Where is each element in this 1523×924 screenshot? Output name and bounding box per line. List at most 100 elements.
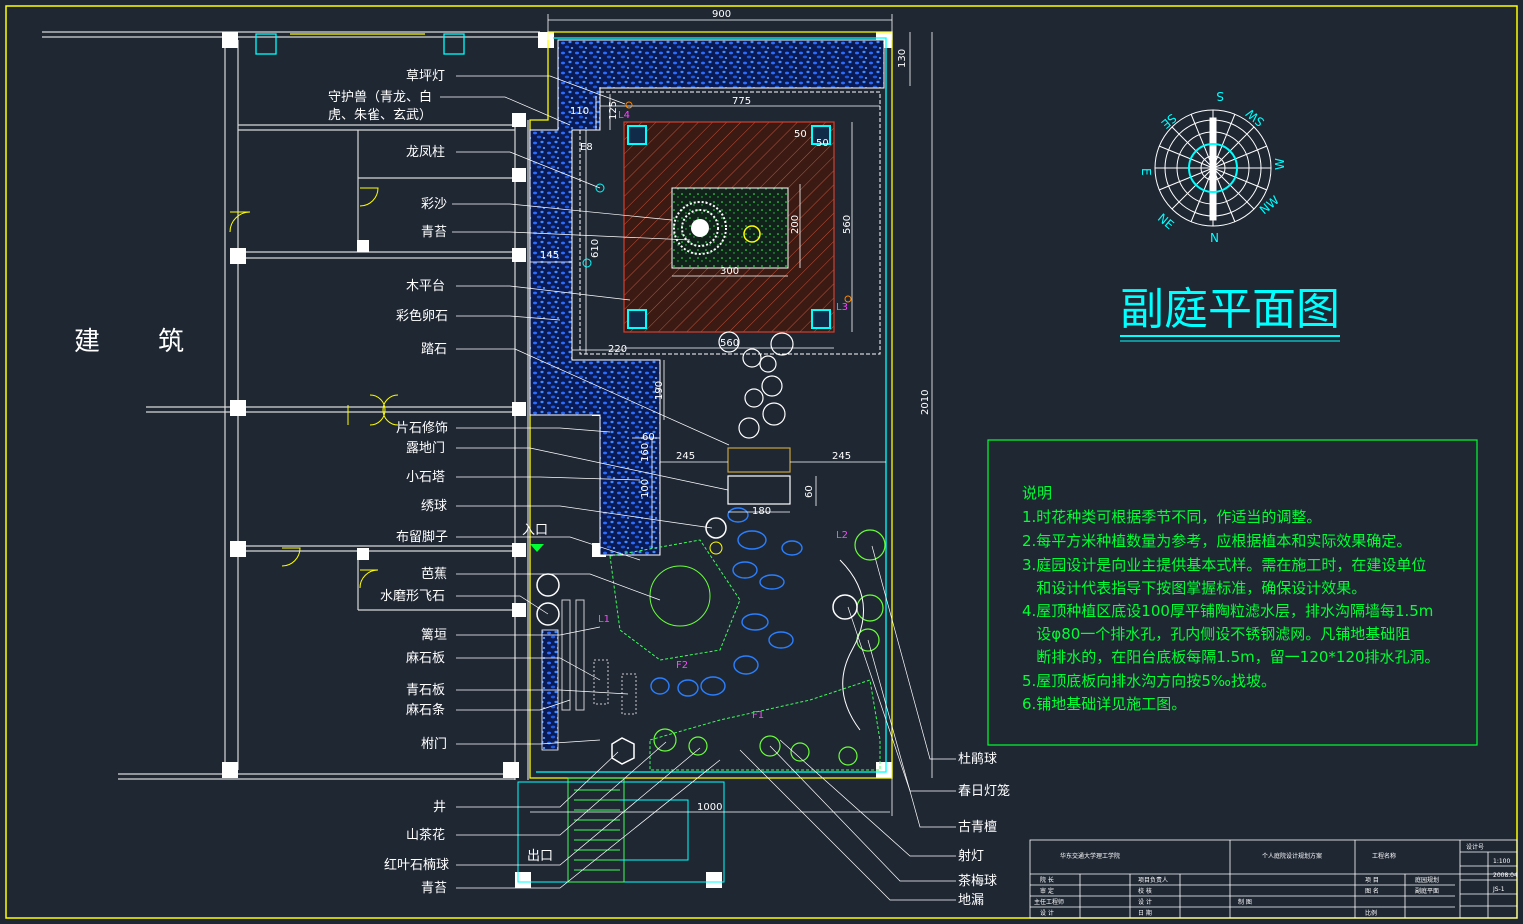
stepping-stones (718, 331, 794, 505)
tb-r3c: 制 图 (1238, 898, 1252, 906)
tb-project-name: 个人庭院设计规划方案 (1262, 852, 1322, 860)
label-hydrangea: 绣球 (421, 499, 447, 514)
notes-line-9: 6.铺地基础详见施工图。 (1022, 695, 1186, 713)
tb-r4a: 设 计 (1040, 909, 1054, 917)
wooden-platform (623, 121, 835, 333)
notes-heading: 说明 (1022, 484, 1052, 502)
tag-l1: L1 (598, 614, 610, 625)
label-granite-slab: 麻石板 (406, 651, 445, 666)
stair-exit (517, 777, 725, 883)
dim-60a: 60 (642, 432, 655, 443)
label-granite-strip: 麻石条 (406, 702, 445, 718)
dimension-texts: 900 775 130 110 125 50 50 200 560 300 61… (540, 9, 931, 813)
tb-r3a: 主任工程师 (1034, 898, 1064, 906)
title-block (1029, 839, 1518, 919)
building-walls (42, 31, 540, 780)
notes-line-8: 5.屋顶底板向排水沟方向按5‰找坡。 (1022, 672, 1276, 690)
dim-180: 180 (752, 506, 771, 517)
dim-245a: 245 (676, 451, 695, 462)
dim-900: 900 (712, 9, 731, 20)
label-fence: 篱垣 (421, 628, 447, 643)
notes-text: 说明 1.时花种类可根据季节不同，作适当的调整。 2.每平方米种植数量为参考，应… (1022, 484, 1440, 713)
tb-r2c: 图 名 (1365, 887, 1379, 895)
tb-r1a: 院 长 (1040, 876, 1054, 884)
compass-nw: NW (1257, 193, 1282, 217)
label-floor-drain: 地漏 (958, 892, 984, 908)
label-bulujiao: 布留脚子 (396, 529, 448, 545)
dim-190: 190 (654, 381, 665, 400)
compass-w: W (1273, 158, 1287, 170)
label-flying-stone: 水磨形飞石 (380, 589, 445, 604)
label-roji-gate: 露地门 (406, 441, 445, 456)
tb-r4c: 比例 (1365, 909, 1377, 917)
tb-r1d: 庭园规划 (1415, 876, 1439, 884)
title-block-text: 华东交通大学理工学院 个人庭院设计规划方案 工程名称 院 长 项目负责人 项 目… (1034, 843, 1518, 917)
entrance-label: 入口 (522, 523, 548, 538)
tag-l2: L2 (836, 530, 848, 541)
tb-date: 2008.04 (1493, 872, 1518, 879)
dim-245b: 245 (832, 451, 851, 462)
label-azalea: 杜鹃球 (958, 751, 997, 767)
dim-775: 775 (732, 96, 751, 107)
blue-stones (650, 507, 803, 697)
left-labels: 草坪灯 守护兽（青龙、白 虎、朱雀、玄武） 龙凤柱 彩沙 青苔 木平台 彩色卵石… (328, 69, 449, 896)
tb-r2b: 校 核 (1138, 887, 1152, 895)
label-spotlight: 射灯 (958, 848, 984, 864)
notes-line-3: 3.庭园设计是向业主提供基本式样。需在施工时，在建设单位 (1022, 556, 1426, 574)
label-photinia: 红叶石楠球 (384, 857, 449, 873)
tb-number: JS-1 (1492, 886, 1505, 893)
tag-e8: E8 (580, 142, 593, 153)
label-moss-1: 青苔 (421, 225, 447, 240)
tb-eng-name: 工程名称 (1372, 852, 1396, 860)
dim-145: 145 (540, 250, 559, 261)
right-leader-lines (739, 545, 956, 901)
tb-r4b: 日 期 (1138, 909, 1152, 917)
notes-box (987, 439, 1478, 746)
label-gate: 柎门 (421, 737, 447, 752)
label-stepping-stone: 踏石 (421, 342, 447, 357)
tag-l3: L3 (836, 302, 848, 313)
compass-se: SE (1158, 111, 1179, 131)
notes-line-6: 设φ80一个排水孔，孔内侧设不锈钢滤网。凡铺地基础阻 (1022, 625, 1410, 643)
notes-line-7: 断排水的，在阳台底板每隔1.5m，留一120*120排水孔洞。 (1022, 648, 1440, 666)
dim-60b: 60 (804, 485, 815, 498)
dim-110: 110 (570, 106, 589, 117)
dim-1000: 1000 (697, 802, 722, 813)
notes-line-5: 4.屋顶种植区底设100厚平铺陶粒滤水层，排水沟隔墙每1.5m (1022, 602, 1433, 620)
compass-e: E (1139, 168, 1153, 176)
label-wood-platform: 木平台 (406, 279, 445, 294)
dim-200: 200 (790, 215, 801, 234)
building-label-1: 建 (74, 327, 100, 357)
dim-2010: 2010 (920, 390, 931, 415)
dim-300: 300 (720, 266, 739, 277)
label-camellia: 山茶花 (406, 827, 445, 843)
label-well: 井 (433, 800, 446, 815)
label-moss-2: 青苔 (421, 881, 447, 896)
dim-130: 130 (897, 49, 908, 68)
dim-560h: 560 (720, 338, 739, 349)
dim-610: 610 (590, 239, 601, 258)
compass-rose (1154, 109, 1272, 227)
dim-50b: 50 (816, 138, 829, 149)
tb-r3b: 设 计 (1138, 898, 1152, 906)
label-colored-sand: 彩沙 (421, 197, 447, 212)
drawing-title: 副庭平面图 (1120, 284, 1340, 335)
label-bluestone-slab: 青石板 (406, 683, 445, 698)
label-banana: 芭蕉 (421, 567, 447, 582)
tb-scale: 1:100 (1493, 858, 1510, 865)
right-labels: 杜鹃球 春日灯笼 古青檀 射灯 茶梅球 地漏 (958, 751, 1010, 908)
notes-line-4: 和设计代表指导下按图掌握标准，确保设计效果。 (1022, 579, 1366, 597)
tag-markers: L4 E8 L3 L2 L1 F2 F1 (580, 101, 852, 721)
label-colored-pebbles: 彩色卵石 (396, 308, 448, 324)
notes-line-1: 1.时花种类可根据季节不同，作适当的调整。 (1022, 508, 1321, 526)
compass-sw: SW (1243, 106, 1267, 129)
compass-ne: NE (1155, 211, 1177, 232)
dim-50a: 50 (794, 129, 807, 140)
dimension-lines (530, 14, 933, 816)
compass-n: N (1210, 231, 1219, 245)
label-lawn-lamp: 草坪灯 (406, 69, 445, 84)
tb-school: 华东交通大学理工学院 (1060, 852, 1120, 860)
label-kasuga-lantern: 春日灯笼 (958, 783, 1010, 799)
